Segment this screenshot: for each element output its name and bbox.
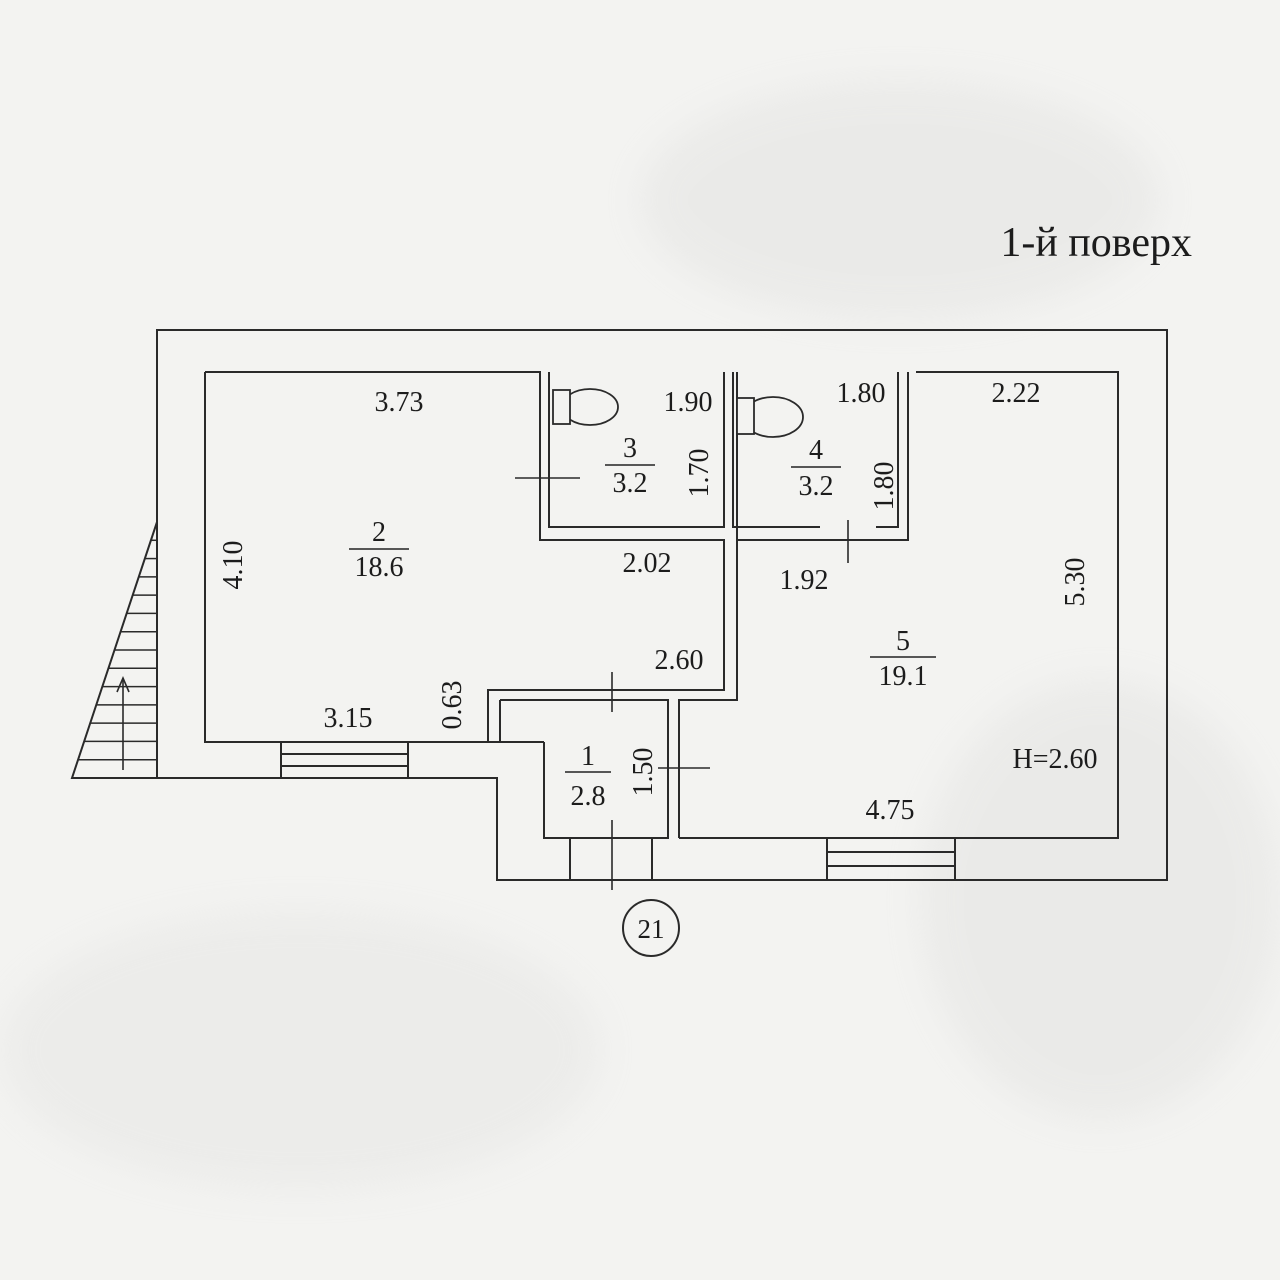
- room-area: 2.8: [571, 781, 606, 812]
- toilet-icon: [736, 396, 804, 438]
- dimension-label: 1.80: [837, 378, 886, 409]
- entrance-steps-left: [280, 741, 409, 779]
- room-labels: 2 18.6 3 3.2 4 3.2 5 19.1 1 2.8: [349, 433, 936, 812]
- plot-number: 21: [638, 914, 665, 944]
- dimension-label: 3.73: [375, 387, 424, 418]
- dimension-label: 2.02: [623, 548, 672, 579]
- room-number: 5: [896, 626, 910, 657]
- dimension-label: 5.30: [1060, 558, 1091, 607]
- exterior-staircase: [70, 521, 158, 779]
- room-number: 4: [809, 435, 823, 466]
- dimension-label: 4.75: [866, 795, 915, 826]
- room-number: 2: [372, 517, 386, 548]
- ceiling-height-label: H=2.60: [1012, 744, 1097, 775]
- room-area: 3.2: [613, 468, 648, 499]
- dimension-label: 1.50: [628, 748, 659, 797]
- dimension-label: 0.63: [437, 681, 468, 730]
- plot-number-marker: 21: [622, 899, 680, 957]
- paper-shading: [0, 80, 1280, 1190]
- dimension-label: 2.22: [992, 378, 1041, 409]
- room-number: 3: [623, 433, 637, 464]
- up-arrow-icon: [116, 675, 130, 693]
- floor-title: 1-й поверх: [1000, 220, 1192, 266]
- door-markers: [515, 455, 876, 890]
- dimension-label: 2.60: [655, 645, 704, 676]
- room-area: 18.6: [355, 552, 404, 583]
- room-area: 3.2: [799, 471, 834, 502]
- dimension-label: 1.80: [869, 462, 900, 511]
- toilet-icon: [552, 388, 619, 426]
- inner-walls: [204, 371, 1119, 880]
- dimension-label: 4.10: [218, 541, 249, 590]
- dimension-label: 1.92: [780, 565, 829, 596]
- dimension-label: 1.70: [684, 449, 715, 498]
- dimension-labels: 3.73 4.10 3.15 0.63 1.90 1.70 2.02 2.60 …: [218, 378, 1091, 826]
- entrance-steps-right: [826, 837, 956, 881]
- room-area: 19.1: [879, 661, 928, 692]
- dimension-label: 3.15: [324, 703, 373, 734]
- dimension-label: 1.90: [664, 387, 713, 418]
- room-number: 1: [581, 741, 595, 772]
